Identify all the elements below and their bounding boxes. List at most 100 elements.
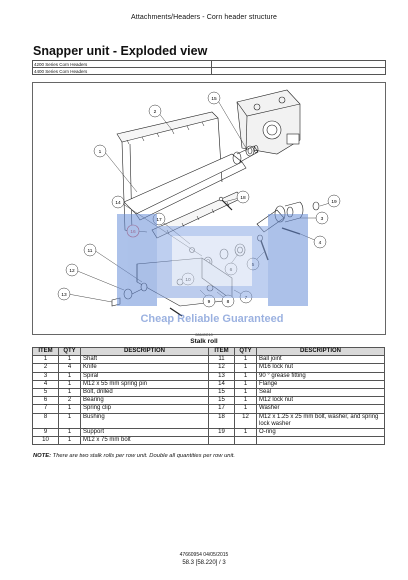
cell-qty (234, 436, 257, 446)
cell-qty: 4 (58, 363, 81, 373)
col-header-qty: QTY (234, 346, 257, 357)
cell-qty: 1 (58, 428, 81, 438)
cell-qty: 1 (234, 428, 257, 438)
callout-2: 2 (148, 104, 162, 118)
figure-caption: Stalk roll (190, 338, 218, 345)
parts-table-header: ITEM QTY DESCRIPTION ITEM QTY DESCRIPTIO… (32, 346, 385, 357)
callout-label: 3 (321, 216, 324, 222)
callout-label: 18 (240, 195, 246, 201)
cell-qty: 1 (234, 355, 257, 365)
cell-qty: 1 (234, 388, 257, 398)
cell-qty: 1 (58, 404, 81, 414)
cell-item: 1 (32, 355, 59, 365)
callout-15: 15 (207, 91, 221, 105)
cell-description: Bolt, drilled (80, 388, 209, 398)
callout-13: 13 (57, 287, 71, 301)
cell-item: 18 (208, 412, 235, 430)
callout-label: 17 (156, 217, 162, 223)
seal-part (245, 145, 255, 157)
cell-item: 3 (32, 371, 59, 381)
callout-14: 14 (111, 195, 125, 209)
callout-label: 1 (99, 149, 102, 155)
cell-qty: 2 (58, 396, 81, 406)
cell-description: Washer (256, 404, 385, 414)
cell-item: 15 (208, 396, 235, 406)
cell-description: Bearing (80, 396, 209, 406)
callout-3: 3 (315, 211, 329, 225)
cell-qty: 1 (234, 396, 257, 406)
callout-label: 8 (227, 299, 230, 305)
applicability-table: 4200 Series Corn Headers 4400 Series Cor… (32, 60, 386, 75)
cell-qty: 1 (58, 355, 81, 365)
cell-item: 19 (208, 428, 235, 438)
col-header-item: ITEM (208, 346, 235, 357)
callout-label: 13 (61, 292, 67, 298)
applicability-model: 4400 Series Corn Headers (32, 67, 212, 75)
applicability-row: 4400 Series Corn Headers (32, 67, 386, 75)
col-header-description: DESCRIPTION (256, 346, 385, 357)
note-body: There are two stalk rolls per row unit. … (51, 453, 236, 459)
callout-label: 9 (208, 299, 211, 305)
callout-label: 14 (115, 200, 121, 206)
callout-1: 1 (93, 144, 107, 158)
knife-plate (116, 111, 219, 143)
callout-label: 12 (69, 268, 75, 274)
cell-description: Bushing (80, 412, 209, 430)
cell-description: Spring clip (80, 404, 209, 414)
watermark-text: Cheap Reliable Guaranteed (140, 313, 283, 325)
cell-item: 6 (32, 396, 59, 406)
callout-label: 4 (319, 240, 322, 246)
applicability-extra (211, 67, 386, 75)
callout-label: 15 (211, 96, 217, 102)
applicability-model: 4200 Series Corn Headers (32, 60, 212, 68)
col-header-description: DESCRIPTION (80, 346, 209, 357)
cell-qty: 1 (234, 363, 257, 373)
cell-item: 14 (208, 379, 235, 390)
page-title: Snapper unit - Exploded view (33, 44, 208, 58)
diagram-frame (32, 82, 386, 335)
cell-item: 17 (208, 404, 235, 414)
cell-qty: 1 (234, 379, 257, 390)
watermark-logo: Cheap Reliable Guaranteed (117, 214, 308, 325)
cell-description: Seal (256, 388, 385, 398)
cell-description: Flange (256, 379, 385, 390)
exploded-view-diagram: 1 2 3 4 5 6 7 8 9 10 11 12 13 14 15 16 1… (57, 89, 341, 325)
applicability-row: 4200 Series Corn Headers (32, 60, 386, 68)
cell-qty: 1 (58, 379, 81, 390)
callout-4: 4 (313, 235, 327, 249)
cell-qty: 1 (234, 371, 257, 381)
cell-item: 7 (32, 404, 59, 414)
note-lead: NOTE: (33, 453, 52, 459)
cell-qty: 1 (58, 371, 81, 381)
cell-description: Spiral (80, 371, 209, 381)
page-header-breadcrumb: Attachments/Headers - Corn header struct… (131, 14, 277, 21)
cell-qty: 1 (234, 404, 257, 414)
callout-19: 19 (327, 194, 341, 208)
callout-11: 11 (83, 243, 97, 257)
cell-description: Shaft (80, 355, 209, 365)
cell-item: 12 (208, 363, 235, 373)
footer-doc-ref: 47660954 04/05/2015 (179, 552, 229, 558)
cell-item: 11 (208, 355, 235, 365)
footer-page-number: 58.3 [58.220] / 3 (182, 560, 226, 566)
cell-description: Knife (80, 363, 209, 373)
callout-18: 18 (236, 190, 250, 204)
callout-label: 2 (154, 109, 157, 115)
cell-description: M12 lock nut (256, 396, 385, 406)
col-header-item: ITEM (32, 346, 59, 357)
cell-description: M12 x 1.25 x 25 mm bolt, washer, and spr… (256, 412, 385, 430)
cell-item: 2 (32, 363, 59, 373)
cell-item: 8 (32, 412, 59, 430)
cell-qty: 12 (234, 412, 257, 430)
cell-item (208, 436, 235, 446)
